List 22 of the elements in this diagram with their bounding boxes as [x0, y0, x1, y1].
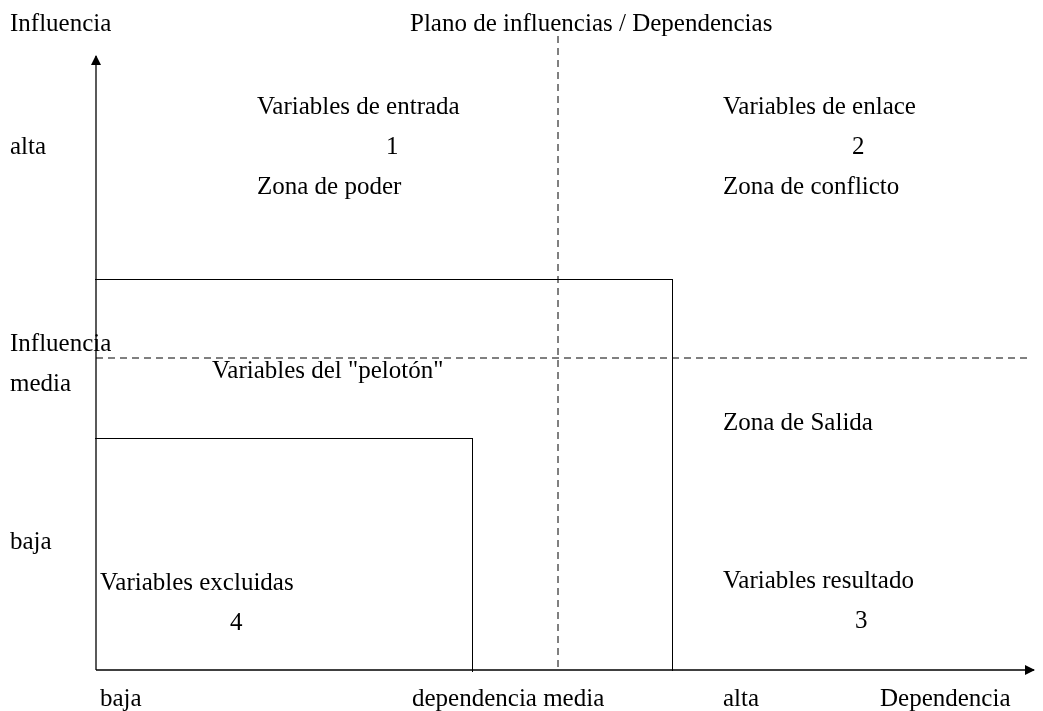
axis-title: Dependencia [880, 684, 1011, 710]
axis-level-label: dependencia media [412, 684, 605, 710]
quadrant-title: Variables excluidas [100, 568, 294, 594]
zone-label: Zona de conflicto [723, 172, 900, 198]
axis-title: Influencia [10, 9, 112, 35]
quadrant-number: 3 [855, 606, 868, 632]
quadrant-number: 4 [230, 608, 243, 634]
axis-level-label: alta [10, 132, 47, 158]
axis-level-label: alta [723, 684, 760, 710]
quadrant-number: 1 [386, 132, 399, 158]
zone-label: Zona de Salida [723, 408, 873, 434]
region-outline [95, 438, 473, 672]
quadrant-title: Variables de entrada [257, 92, 460, 118]
diagram-title: Plano de influencias / Dependencias [410, 9, 773, 35]
quadrant-title: Variables de enlace [723, 92, 916, 118]
axis-level-label: media [10, 369, 72, 395]
zone-label: Zona de poder [257, 172, 402, 198]
axis-level-label: baja [10, 527, 52, 553]
zone-title: Variables del "pelotón" [212, 356, 444, 382]
quadrant-number: 2 [852, 132, 865, 158]
quadrant-title: Variables resultado [723, 566, 914, 592]
axis-level-label: baja [100, 684, 142, 710]
